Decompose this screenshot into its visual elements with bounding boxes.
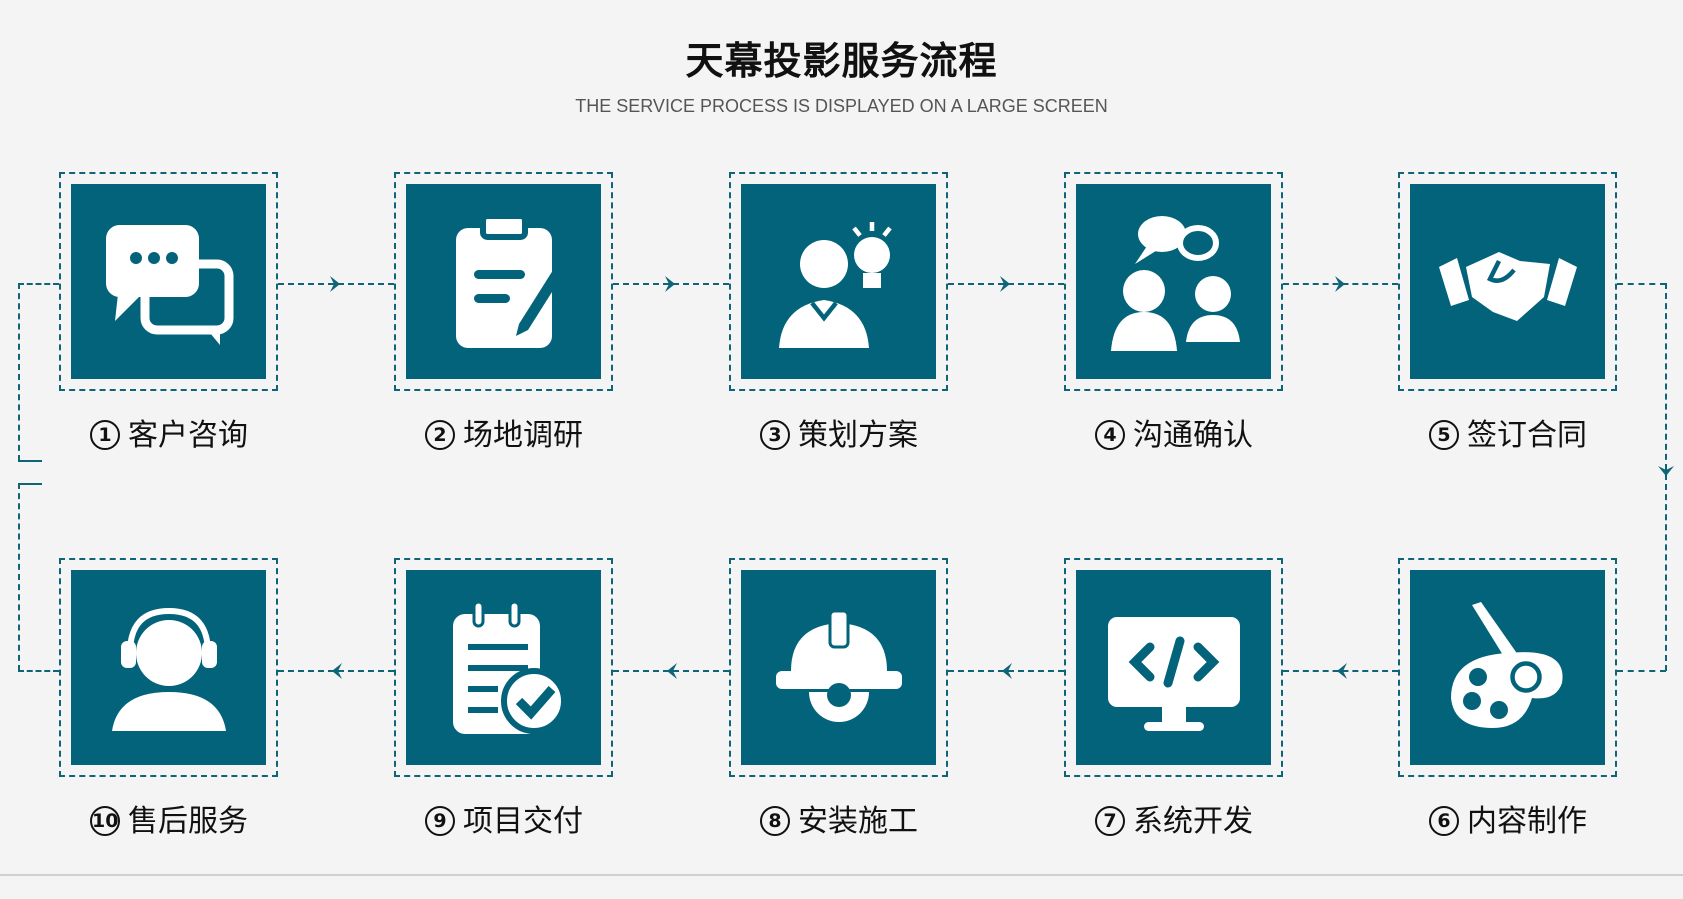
code-monitor-icon xyxy=(1099,593,1249,743)
connector-line xyxy=(1617,670,1666,672)
step-card-7 xyxy=(1064,558,1283,777)
step-card-9 xyxy=(394,558,613,777)
step-title: 场地调研 xyxy=(463,418,583,453)
chat-bubbles-icon xyxy=(94,207,244,357)
chevron-right-icon xyxy=(1334,276,1345,292)
palette-icon xyxy=(1433,593,1583,743)
step-title: 项目交付 xyxy=(463,804,583,839)
step-icon-tile xyxy=(1410,570,1605,765)
step-number: 4 xyxy=(1095,420,1125,450)
connector-end xyxy=(18,483,42,485)
step-title: 沟通确认 xyxy=(1133,418,1253,453)
step-title: 安装施工 xyxy=(798,804,918,839)
chevron-left-icon xyxy=(1002,663,1012,679)
connector-line xyxy=(18,670,59,672)
step-label: 3 策划方案 xyxy=(689,410,989,454)
checklist-icon xyxy=(429,593,579,743)
connector-line xyxy=(18,283,59,285)
connector-line xyxy=(1617,283,1666,285)
hardhat-gear-icon xyxy=(764,593,914,743)
page-subtitle: THE SERVICE PROCESS IS DISPLAYED ON A LA… xyxy=(575,96,1108,116)
step-label: 2 场地调研 xyxy=(354,410,654,454)
step-label: 7 系统开发 xyxy=(1024,796,1324,840)
connector-line xyxy=(1665,283,1667,671)
chevron-right-icon xyxy=(665,276,675,292)
step-label: 6 内容制作 xyxy=(1358,796,1658,840)
step-number: 7 xyxy=(1095,806,1125,836)
connector-end xyxy=(18,460,42,462)
step-card-4 xyxy=(1064,172,1283,391)
step-number: 3 xyxy=(760,420,790,450)
step-icon-tile xyxy=(406,184,601,379)
connector-line xyxy=(18,483,20,671)
step-number: 1 xyxy=(90,420,120,450)
step-number: 10 xyxy=(90,806,120,836)
headset-user-icon xyxy=(94,593,244,743)
step-card-10 xyxy=(59,558,278,777)
step-icon-tile xyxy=(1076,570,1271,765)
step-title: 系统开发 xyxy=(1133,804,1253,839)
step-label: 8 安装施工 xyxy=(689,796,989,840)
handshake-icon xyxy=(1433,207,1583,357)
step-icon-tile xyxy=(741,570,936,765)
chevron-right-icon xyxy=(1000,276,1010,292)
step-label: 4 沟通确认 xyxy=(1024,410,1324,454)
step-icon-tile xyxy=(1410,184,1605,379)
page-title: 天幕投影服务流程 xyxy=(685,39,998,83)
bottom-divider xyxy=(0,874,1683,876)
step-label: 1 客户咨询 xyxy=(19,410,319,454)
step-card-5 xyxy=(1398,172,1617,391)
step-label: 9 项目交付 xyxy=(354,796,654,840)
person-idea-icon xyxy=(764,207,914,357)
step-icon-tile xyxy=(1076,184,1271,379)
chevron-left-icon xyxy=(1336,663,1347,679)
chevron-left-icon xyxy=(332,663,342,679)
step-card-6 xyxy=(1398,558,1617,777)
chevron-left-icon xyxy=(667,663,677,679)
people-talk-icon xyxy=(1099,207,1249,357)
step-number: 9 xyxy=(425,806,455,836)
clipboard-pen-icon xyxy=(429,207,579,357)
step-number: 8 xyxy=(760,806,790,836)
step-title: 内容制作 xyxy=(1467,804,1587,839)
step-card-1 xyxy=(59,172,278,391)
step-title: 策划方案 xyxy=(798,418,918,453)
step-card-2 xyxy=(394,172,613,391)
step-card-8 xyxy=(729,558,948,777)
step-number: 2 xyxy=(425,420,455,450)
chevron-down-icon xyxy=(1658,466,1674,476)
step-icon-tile xyxy=(71,184,266,379)
step-label: 10 售后服务 xyxy=(19,796,319,840)
connector-line xyxy=(18,283,20,461)
step-icon-tile xyxy=(406,570,601,765)
step-icon-tile xyxy=(71,570,266,765)
step-title: 客户咨询 xyxy=(128,418,248,453)
step-number: 5 xyxy=(1429,420,1459,450)
step-icon-tile xyxy=(741,184,936,379)
step-number: 6 xyxy=(1429,806,1459,836)
chevron-right-icon xyxy=(330,276,340,292)
step-title: 签订合同 xyxy=(1467,418,1587,453)
step-card-3 xyxy=(729,172,948,391)
step-title: 售后服务 xyxy=(128,804,248,839)
step-label: 5 签订合同 xyxy=(1358,410,1658,454)
